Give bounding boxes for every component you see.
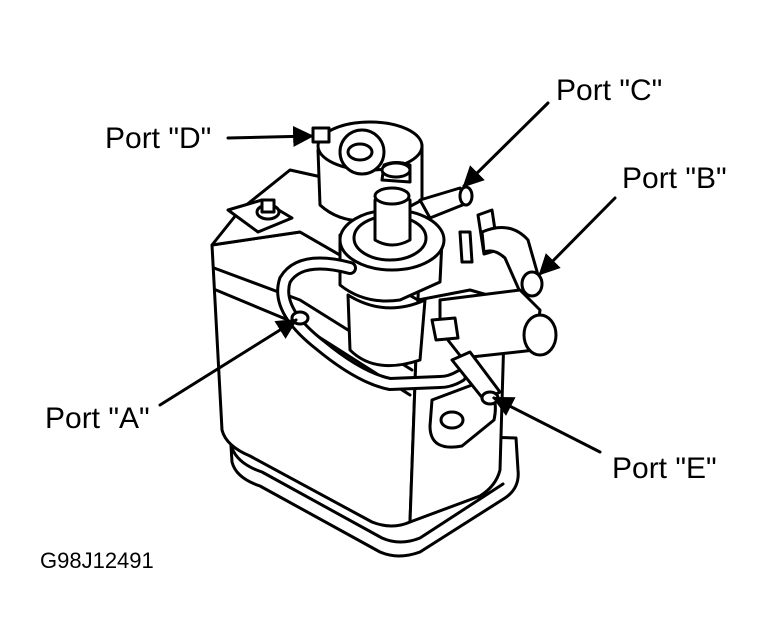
- leader-port-c: [462, 101, 550, 188]
- port-e-fitting: [450, 350, 502, 406]
- leader-port-d: [226, 125, 315, 147]
- port-a-tube: [276, 256, 467, 391]
- leader-port-e: [492, 396, 602, 454]
- label-port-b: Port "B": [622, 162, 727, 195]
- label-port-c: Port "C": [556, 74, 662, 107]
- front-valve: [338, 161, 474, 368]
- leader-port-b: [538, 196, 617, 276]
- side-fittings: [430, 208, 558, 360]
- label-port-a: Port "A": [45, 402, 150, 435]
- leader-port-a: [158, 318, 298, 407]
- label-port-e: Port "E": [612, 452, 717, 485]
- label-port-d: Port "D": [105, 122, 211, 155]
- figure-code: G98J12491: [40, 548, 154, 573]
